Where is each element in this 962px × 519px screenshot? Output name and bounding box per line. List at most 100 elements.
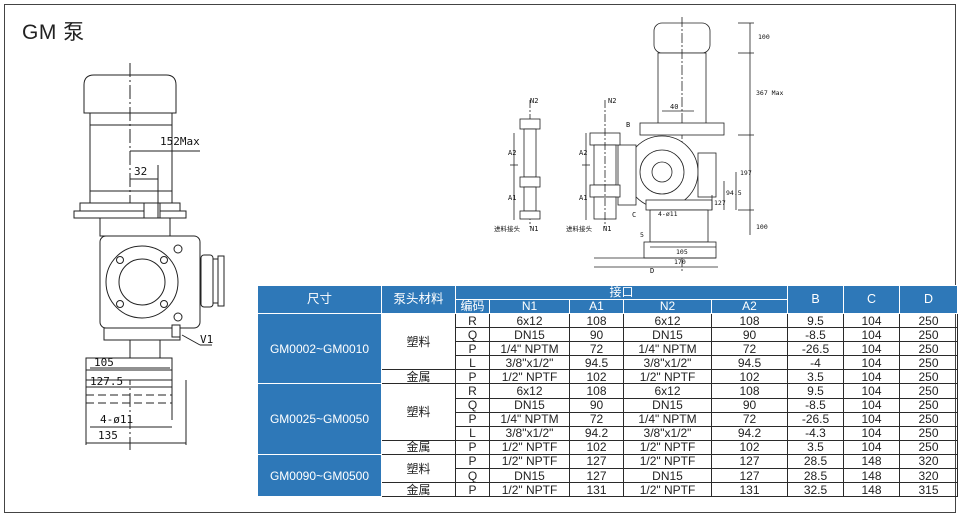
a1-cell: 127 bbox=[569, 468, 624, 484]
c-cell: 148 bbox=[843, 482, 901, 498]
dim-105: 105 bbox=[94, 356, 114, 369]
n2-cell: 1/2" NPTF bbox=[623, 453, 712, 470]
d-cell: 250 bbox=[899, 397, 959, 413]
a1-cell: 108 bbox=[569, 383, 624, 399]
dim-32: 32 bbox=[134, 165, 147, 178]
header-code: 编码 bbox=[455, 299, 490, 314]
a2-cell: 102 bbox=[710, 439, 789, 455]
n2-cell: DN15 bbox=[623, 397, 712, 413]
a1-cell: 94.5 bbox=[569, 355, 624, 371]
dim-105-right: 105 bbox=[676, 248, 688, 256]
a2-cell: 72 bbox=[710, 341, 789, 357]
n2-cell: 3/8"x1/2" bbox=[623, 425, 712, 441]
b-cell: -8.5 bbox=[787, 327, 845, 343]
a2-cell: 94.5 bbox=[710, 355, 789, 371]
c-cell: 104 bbox=[843, 439, 901, 455]
a2-cell: 72 bbox=[710, 411, 789, 427]
label-n1-front: N1 bbox=[603, 225, 611, 233]
label-a1-front: A1 bbox=[579, 194, 587, 202]
material-cell: 金属 bbox=[381, 439, 456, 455]
a1-cell: 108 bbox=[569, 312, 624, 329]
right-front-view-drawing: N2 N2 A2 A2 A1 A1 进料接头 N1 进料接头 N1 40 B C… bbox=[494, 17, 783, 275]
c-cell: 104 bbox=[843, 341, 901, 357]
page-title: GM 泵 bbox=[22, 21, 85, 44]
b-cell: 28.5 bbox=[787, 453, 845, 470]
a2-cell: 94.2 bbox=[710, 425, 789, 441]
label-v1: V1 bbox=[200, 333, 213, 346]
dim-127: 127 bbox=[714, 199, 726, 207]
label-d: D bbox=[650, 267, 654, 275]
c-cell: 104 bbox=[843, 411, 901, 427]
b-cell: -8.5 bbox=[787, 397, 845, 413]
n1-cell: DN15 bbox=[489, 397, 570, 413]
dim-100-bottom: 100 bbox=[756, 223, 768, 231]
code-cell: P bbox=[455, 369, 490, 385]
code-cell: Q bbox=[455, 397, 490, 413]
a1-cell: 90 bbox=[569, 327, 624, 343]
header-n1: N1 bbox=[489, 299, 570, 314]
d-cell: 320 bbox=[899, 453, 959, 470]
code-cell: L bbox=[455, 355, 490, 371]
dim-5: 5 bbox=[640, 231, 644, 239]
a2-cell: 127 bbox=[710, 468, 789, 484]
c-cell: 104 bbox=[843, 383, 901, 399]
code-cell: R bbox=[455, 312, 490, 329]
material-cell: 金属 bbox=[381, 369, 456, 385]
n1-cell: 1/2" NPTF bbox=[489, 482, 570, 498]
material-cell: 塑料 bbox=[381, 383, 456, 441]
header-n2: N2 bbox=[623, 299, 712, 314]
b-cell: 32.5 bbox=[787, 482, 845, 498]
label-inlet-side: 进料接头 bbox=[494, 224, 521, 233]
dim-100-top: 100 bbox=[758, 33, 770, 41]
header-size: 尺寸 bbox=[257, 285, 382, 314]
model-range-cell: GM0025~GM0050 bbox=[257, 383, 382, 455]
label-a2-front: A2 bbox=[579, 149, 587, 157]
dim-4-holes-right: 4-ø11 bbox=[658, 210, 678, 218]
code-cell: P bbox=[455, 453, 490, 470]
a2-cell: 90 bbox=[710, 327, 789, 343]
n2-cell: 3/8"x1/2" bbox=[623, 355, 712, 371]
header-d: D bbox=[899, 285, 959, 314]
code-cell: Q bbox=[455, 468, 490, 484]
c-cell: 104 bbox=[843, 312, 901, 329]
label-inlet-front: 进料接头 bbox=[566, 224, 593, 233]
n2-cell: 6x12 bbox=[623, 312, 712, 329]
a1-cell: 102 bbox=[569, 369, 624, 385]
n1-cell: DN15 bbox=[489, 327, 570, 343]
b-cell: -26.5 bbox=[787, 341, 845, 357]
b-cell: 28.5 bbox=[787, 468, 845, 484]
b-cell: -4.3 bbox=[787, 425, 845, 441]
n2-cell: 1/2" NPTF bbox=[623, 482, 712, 498]
n2-cell: 1/2" NPTF bbox=[623, 369, 712, 385]
a2-cell: 108 bbox=[710, 312, 789, 329]
n1-cell: 1/2" NPTF bbox=[489, 453, 570, 470]
n1-cell: 1/4" NPTM bbox=[489, 341, 570, 357]
header-a2: A2 bbox=[710, 299, 789, 314]
label-n2-front: N2 bbox=[608, 97, 616, 105]
label-a1-side: A1 bbox=[508, 194, 516, 202]
model-range-cell: GM0090~GM0500 bbox=[257, 453, 382, 498]
a2-cell: 127 bbox=[710, 453, 789, 470]
n1-cell: 3/8"x1/2" bbox=[489, 425, 570, 441]
d-cell: 250 bbox=[899, 312, 959, 329]
n1-cell: 3/8"x1/2" bbox=[489, 355, 570, 371]
label-n2-side: N2 bbox=[530, 97, 538, 105]
b-cell: 9.5 bbox=[787, 383, 845, 399]
b-cell: 3.5 bbox=[787, 439, 845, 455]
c-cell: 104 bbox=[843, 355, 901, 371]
n2-cell: DN15 bbox=[623, 327, 712, 343]
model-range-cell: GM0002~GM0010 bbox=[257, 312, 382, 385]
code-cell: R bbox=[455, 383, 490, 399]
dim-152max: 152Max bbox=[160, 135, 200, 148]
header-b: B bbox=[787, 285, 845, 314]
n2-cell: 6x12 bbox=[623, 383, 712, 399]
code-cell: Q bbox=[455, 327, 490, 343]
n1-cell: 1/2" NPTF bbox=[489, 369, 570, 385]
label-a2-side: A2 bbox=[508, 149, 516, 157]
dim-4-holes: 4-ø11 bbox=[100, 413, 133, 426]
header-a1: A1 bbox=[569, 299, 624, 314]
